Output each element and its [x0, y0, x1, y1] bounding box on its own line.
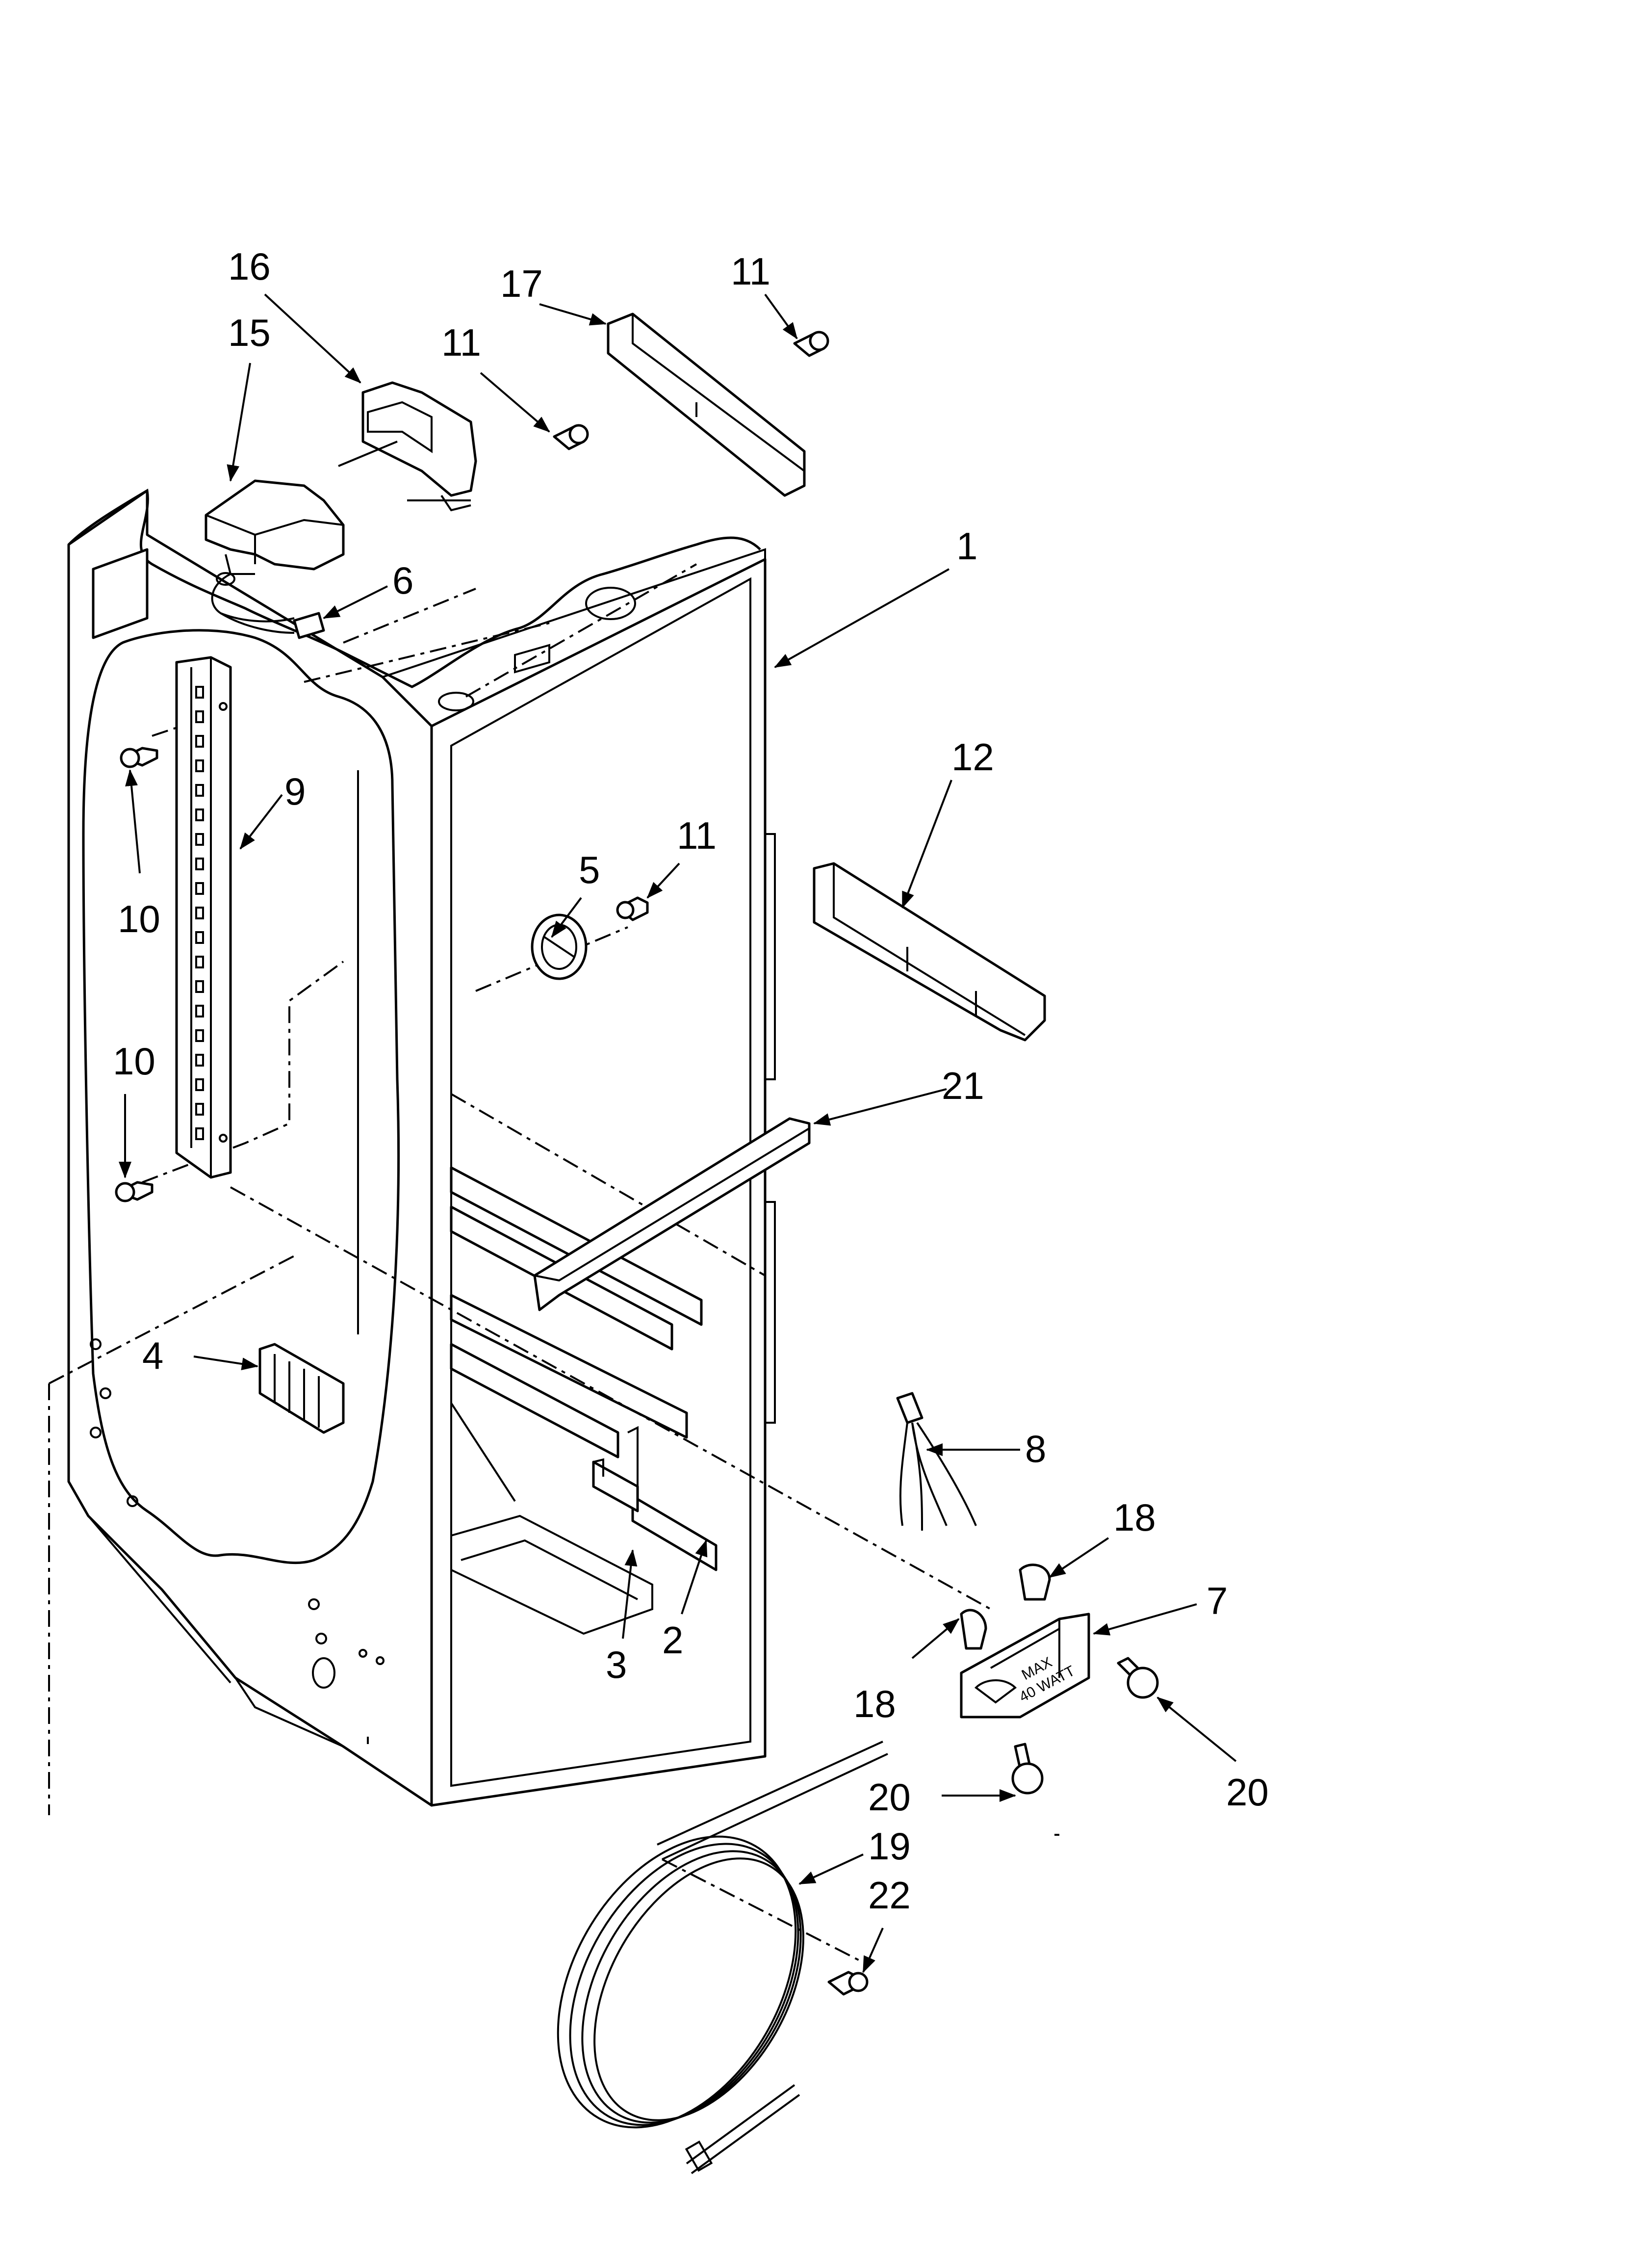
clip-part-18-upper [1019, 1564, 1051, 1601]
shelf-ladder-part-9 [175, 656, 232, 1179]
callout-2: 2 [662, 1618, 683, 1662]
callout-labels: 16 15 11 17 11 1 6 12 9 11 5 10 10 21 4 … [113, 245, 1269, 1917]
screw-part-22 [827, 1971, 869, 1996]
callout-11-c: 11 [677, 814, 717, 857]
ladder-slots [195, 686, 204, 1140]
callout-21: 21 [942, 1064, 984, 1107]
screw-part-11-top-right [793, 331, 829, 357]
bracket-part-2 [627, 1426, 718, 1571]
push-pin-part-20-lower [1011, 1743, 1044, 1795]
callout-19: 19 [868, 1825, 911, 1868]
callout-16: 16 [228, 245, 271, 288]
callout-15: 15 [228, 311, 271, 354]
callout-18-a: 18 [1113, 1496, 1156, 1539]
callout-20-a: 20 [868, 1775, 911, 1819]
screw-part-10-lower [115, 1181, 154, 1202]
callout-6: 6 [392, 559, 413, 602]
callout-12: 12 [951, 735, 994, 779]
callout-8: 8 [1025, 1427, 1046, 1470]
wire-harness-part-8 [896, 1392, 977, 1531]
screw-part-11-top-left [553, 424, 589, 450]
leader-lines [119, 293, 1237, 1973]
callout-17: 17 [500, 262, 543, 305]
duct-cover-part-12 [813, 862, 1046, 1042]
vent-grille-part-4 [258, 1343, 345, 1434]
callout-7: 7 [1206, 1579, 1228, 1622]
connector-part-6 [220, 612, 325, 639]
push-pin-part-20-right [1117, 1657, 1159, 1699]
callout-4: 4 [142, 1334, 163, 1377]
callout-1: 1 [956, 524, 977, 568]
screw-part-11-middle [616, 896, 649, 921]
callout-9: 9 [284, 770, 306, 813]
bracket-part-16 [338, 381, 477, 512]
screw-part-10-upper [120, 747, 158, 768]
clip-part-18-lower [960, 1609, 987, 1650]
callout-3: 3 [606, 1643, 627, 1686]
callout-20-b: 20 [1226, 1771, 1269, 1814]
callout-18-b: 18 [853, 1682, 896, 1725]
callout-11-b: 11 [731, 250, 770, 293]
top-rail-part-17 [607, 313, 806, 497]
refrigerator-liner [48, 488, 1059, 1963]
socket-part-5 [531, 913, 588, 980]
cable-coil-part-19 [557, 1741, 888, 2174]
callout-11-a: 11 [441, 321, 481, 364]
rail-part-21 [533, 1117, 811, 1311]
callout-22: 22 [868, 1874, 911, 1917]
callout-10-a: 10 [118, 897, 160, 940]
callout-10-b: 10 [113, 1040, 155, 1083]
bracket-part-3 [592, 1458, 639, 1512]
callout-5: 5 [579, 848, 600, 891]
